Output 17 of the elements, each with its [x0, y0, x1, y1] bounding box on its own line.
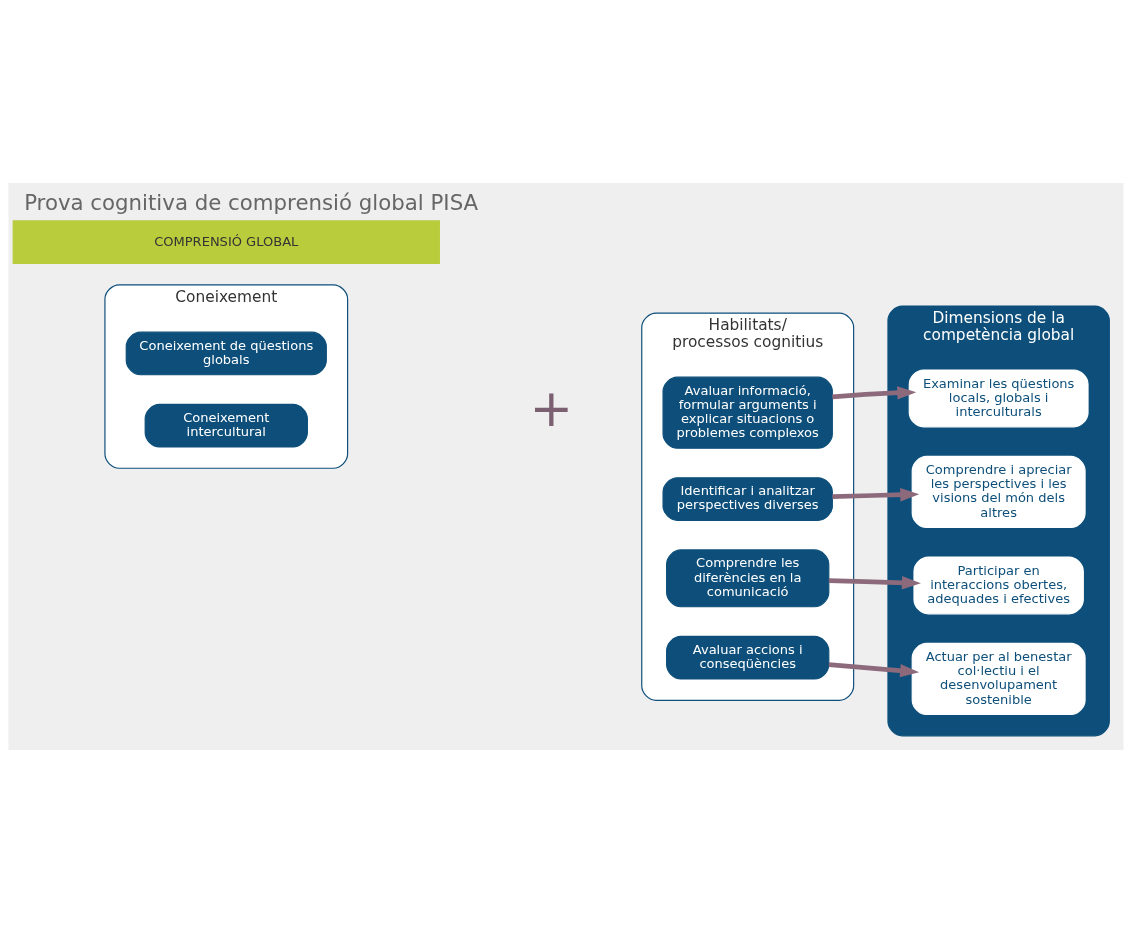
label: + [529, 377, 574, 438]
node-box: Actuar per al benestar col·lectiu i el desenvolupament sostenible [911, 642, 1086, 716]
arrow [828, 576, 921, 590]
diagram-title: Prova cognitiva de comprensió global PISA [24, 189, 479, 215]
node-box: Identificar i analitzar perspectives diverses [662, 477, 833, 521]
node-box: Coneixement de qüestions globals [125, 331, 327, 376]
node-box: Comprendre les diferències en la comunicació [666, 549, 830, 608]
arrow [832, 386, 917, 400]
arrow [832, 488, 920, 502]
node-box: Comprendre i apreciar les perspectives i les visions del món dels altres [911, 455, 1086, 529]
node-box: COMPRENSIÓ GLOBAL [12, 220, 440, 265]
arrow [828, 662, 920, 678]
node-box: Avaluar accions i conseqüències [666, 635, 830, 680]
node-box: Coneixement intercultural [144, 403, 308, 448]
node-box: Avaluar informació, formular arguments i explicar situacions o problemes complexos [662, 376, 833, 449]
node-box: Participar en interaccions obertes, adequades i efectives [913, 556, 1084, 615]
node-box: Examinar les qüestions locals, globals i interculturals [908, 369, 1089, 428]
